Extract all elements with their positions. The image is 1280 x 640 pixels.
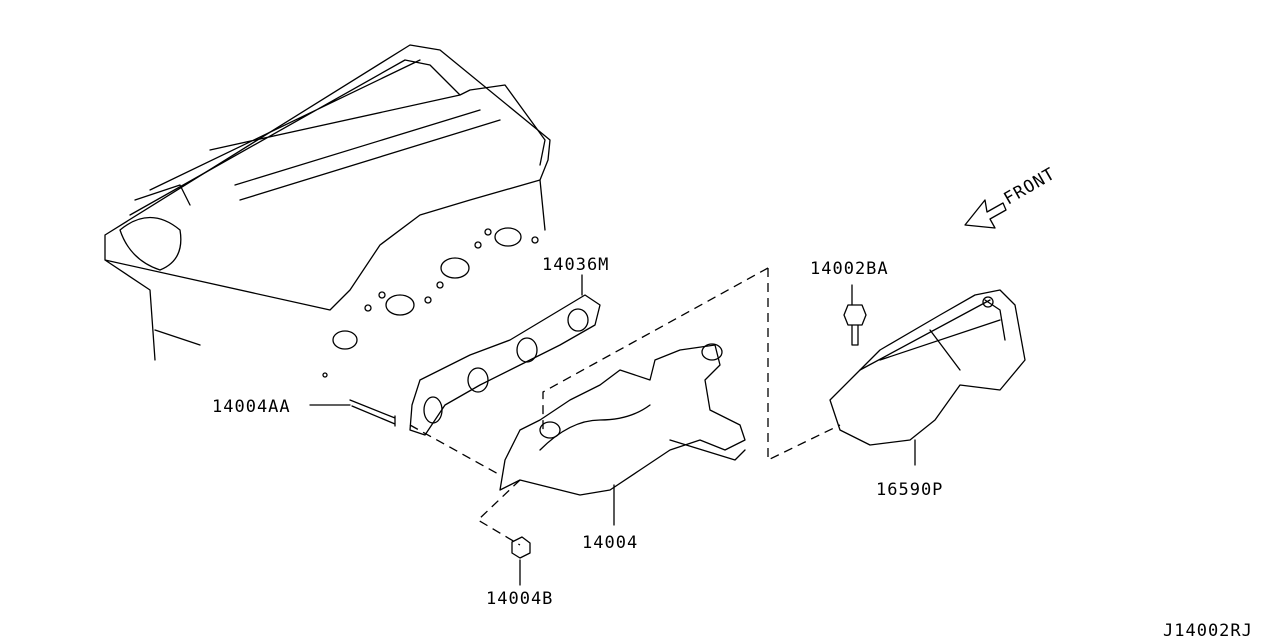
cylinder-head-ports bbox=[332, 227, 539, 350]
bolt bbox=[843, 304, 867, 346]
leader-lines bbox=[309, 274, 916, 586]
part-label-16590P: 16590P bbox=[876, 480, 943, 500]
heat-shield bbox=[829, 289, 1026, 446]
exhaust-manifold-gasket bbox=[409, 294, 601, 436]
diagram-code: J14002RJ bbox=[1163, 621, 1253, 640]
part-label-14004: 14004 bbox=[582, 533, 638, 553]
exhaust-manifold bbox=[499, 343, 746, 496]
part-label-14004AA: 14004AA bbox=[212, 397, 291, 417]
part-label-14004B: 14004B bbox=[486, 589, 553, 609]
engine-cylinder-head bbox=[104, 44, 551, 361]
part-label-14002BA: 14002BA bbox=[810, 259, 889, 279]
assembly-dashed-lines bbox=[409, 267, 841, 546]
nut bbox=[511, 536, 531, 559]
stud bbox=[322, 372, 396, 427]
part-label-14036M: 14036M bbox=[542, 255, 609, 275]
front-arrow-icon bbox=[964, 199, 1007, 229]
front-label: FRONT bbox=[1001, 164, 1060, 209]
